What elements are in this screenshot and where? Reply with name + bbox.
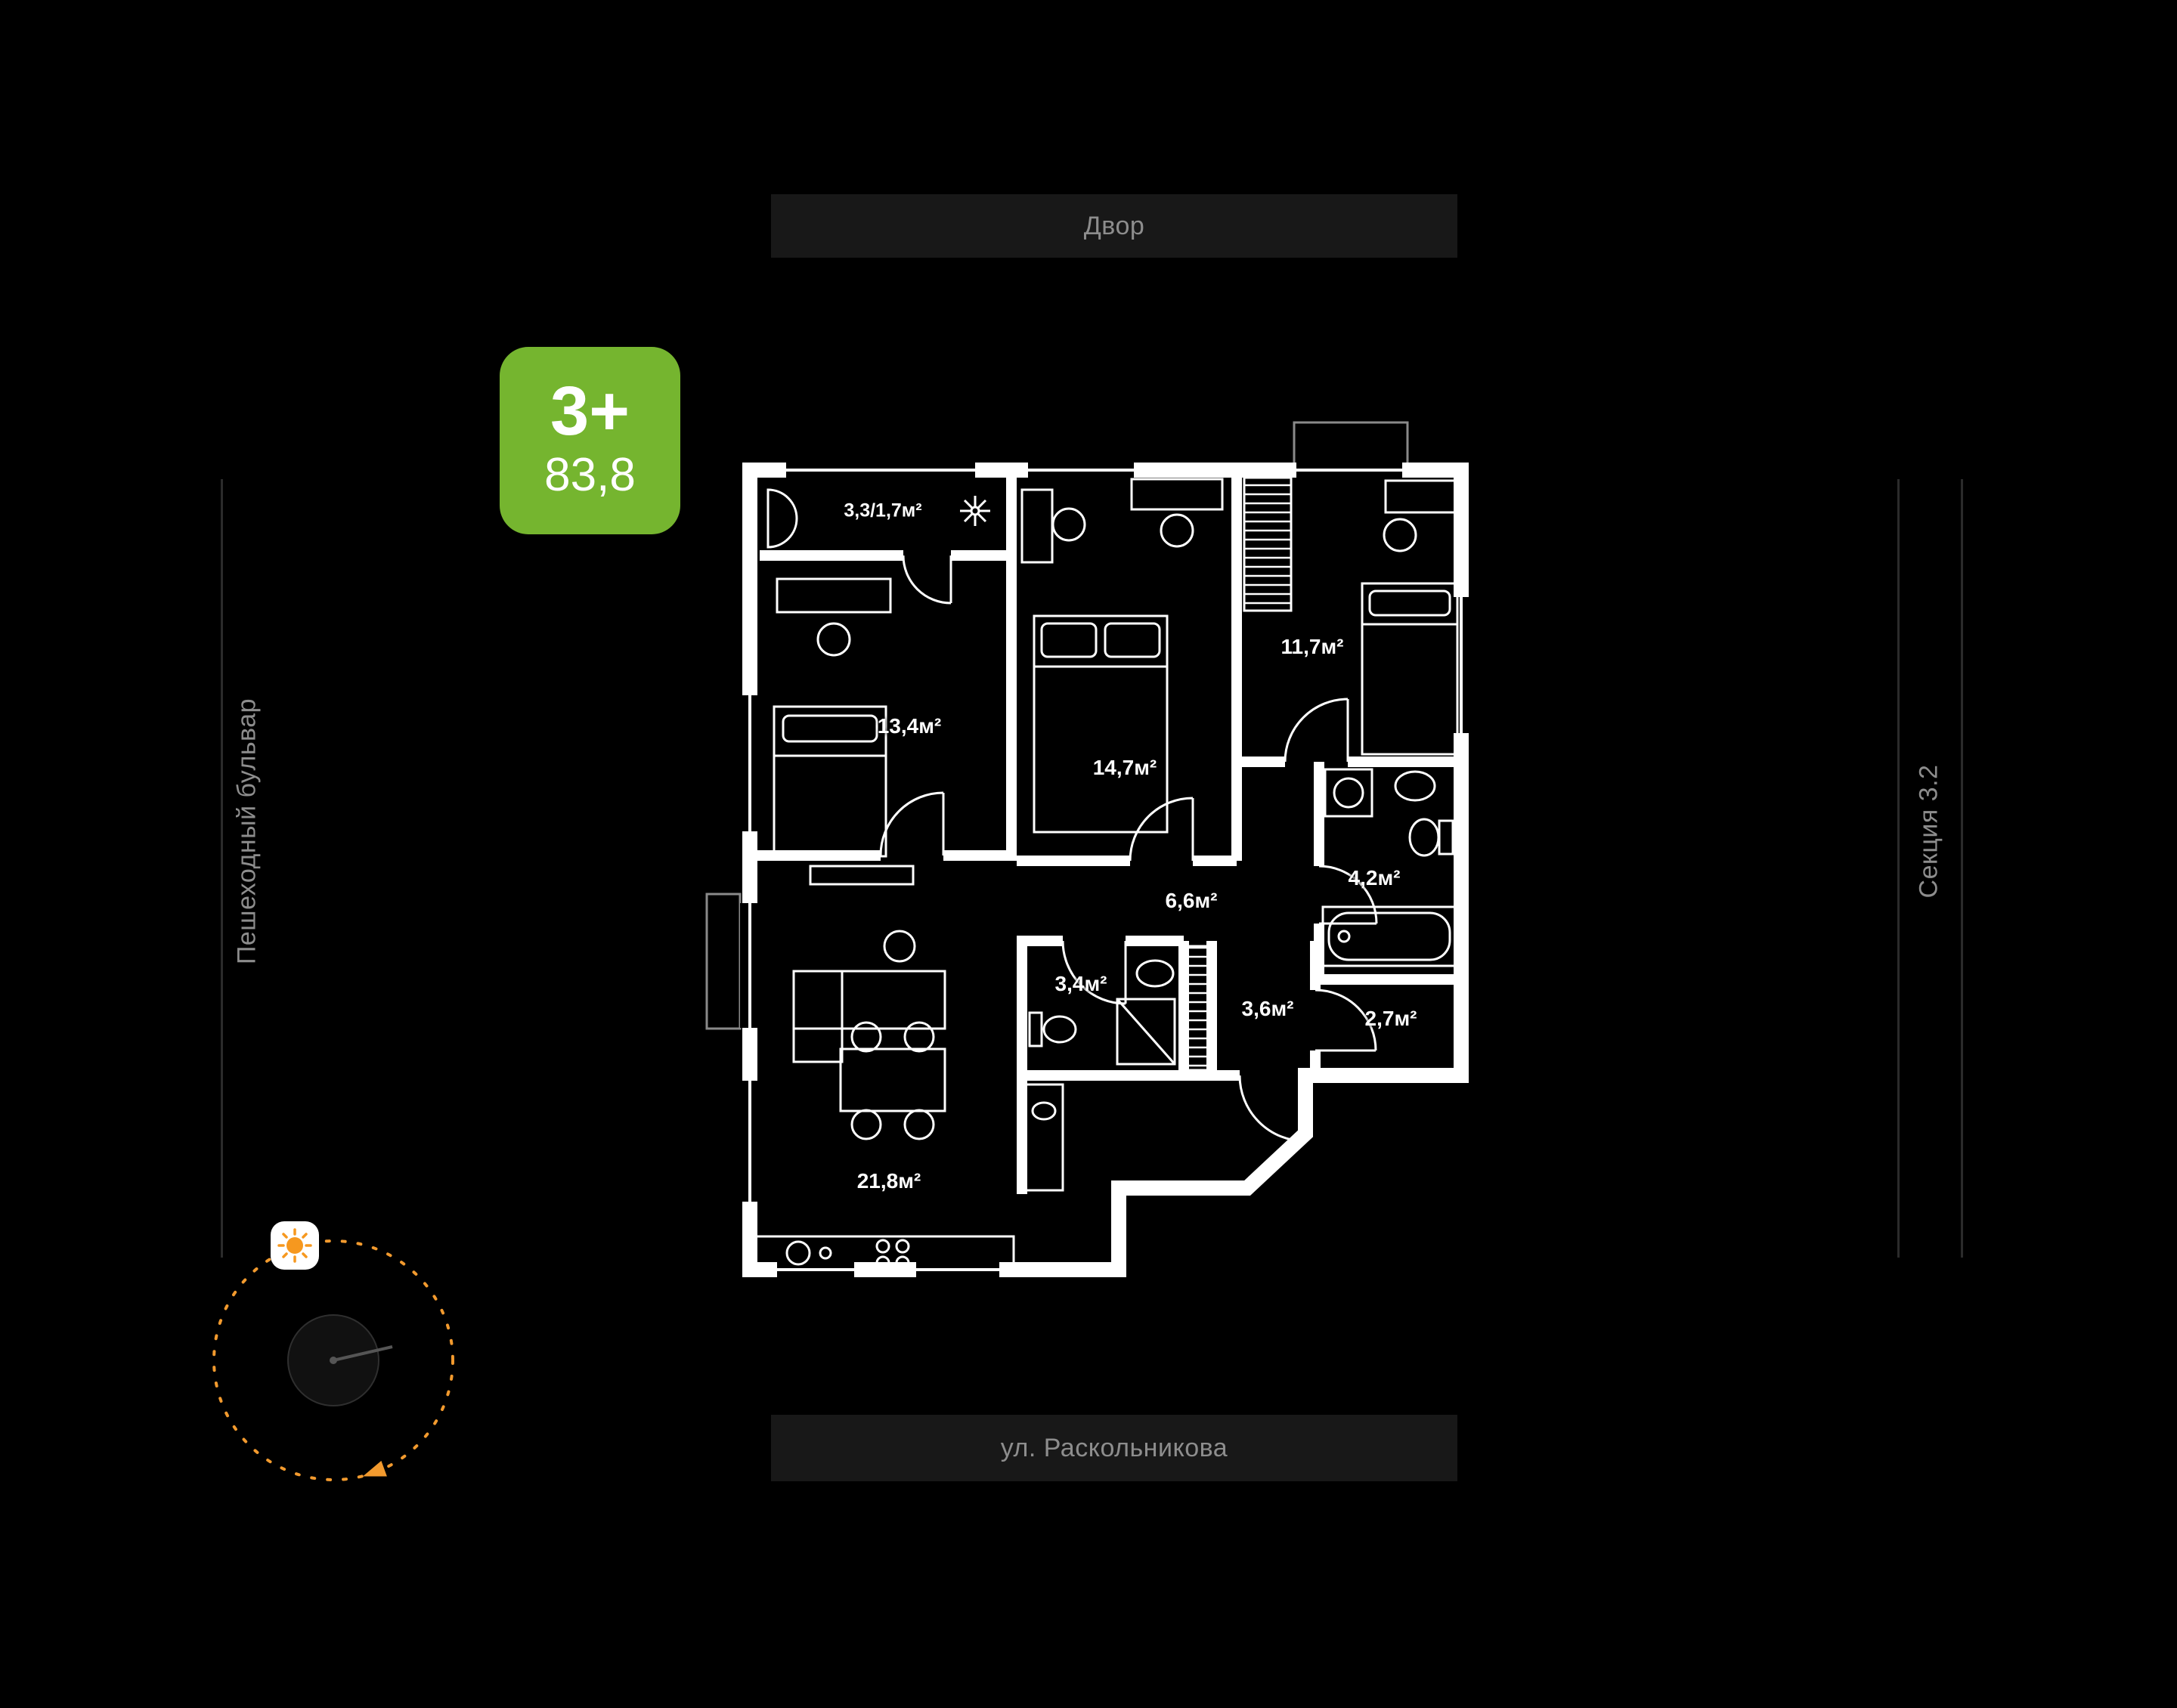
street-label-bottom: ул. Раскольникова	[1000, 1433, 1228, 1462]
windows	[740, 460, 1471, 1279]
room-area-label: 21,8м²	[856, 1169, 921, 1193]
street-label-top: Двор	[1083, 211, 1145, 240]
room-area-label: 3,3/1,7м²	[844, 500, 922, 521]
room-area-label: 11,7м²	[1280, 635, 1344, 658]
interior-walls	[750, 463, 1456, 1194]
street-strip-bottom: ул. Раскольникова	[771, 1415, 1457, 1481]
room-area-label: 13,4м²	[877, 714, 942, 738]
road-line-right-outer	[1897, 479, 1900, 1258]
living-furniture	[754, 865, 1064, 1271]
furniture	[754, 478, 1459, 1271]
road-line-right-inner	[1961, 479, 1963, 1258]
room-area-label: 3,4м²	[1054, 972, 1107, 995]
road-line-left	[221, 479, 223, 1258]
sun-icon	[271, 1221, 319, 1270]
loggia-furniture	[766, 488, 990, 549]
plant-icon	[960, 496, 990, 526]
room-area-label: 4,2м²	[1348, 866, 1401, 890]
compass	[212, 1221, 454, 1481]
bathroom-furniture	[1321, 768, 1457, 967]
badge-rooms-count: 3+	[550, 373, 630, 450]
room-area-label: 6,6м²	[1165, 889, 1218, 912]
wc-furniture	[1028, 959, 1176, 1066]
bedroom2-furniture	[1020, 478, 1224, 834]
room-area-label: 2,7м²	[1364, 1007, 1417, 1030]
room-area-label: 3,6м²	[1241, 997, 1294, 1020]
apartment-badge: 3+ 83,8	[500, 347, 680, 534]
badge-total-area: 83,8	[544, 449, 636, 502]
door-arcs	[879, 555, 1378, 1143]
north-arrow-icon	[362, 1460, 387, 1477]
wardrobes	[1185, 476, 1293, 1072]
room-area-label: 14,7м²	[1092, 756, 1157, 779]
street-strip-top: Двор	[771, 194, 1457, 258]
bedroom1-furniture	[773, 577, 892, 858]
bedroom3-furniture	[1361, 479, 1459, 756]
